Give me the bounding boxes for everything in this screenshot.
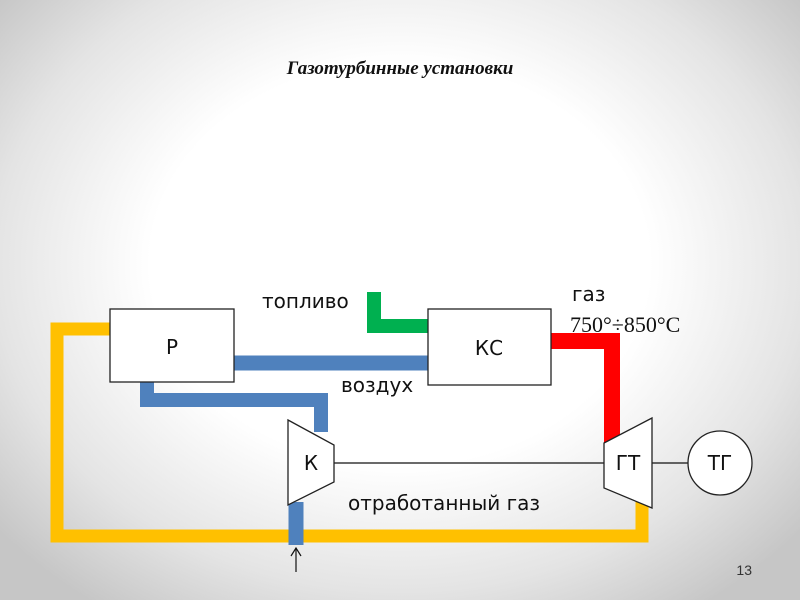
generator-label: ТГ: [707, 451, 732, 475]
regenerator-box: [109, 308, 235, 383]
compressor-shape: [287, 418, 335, 507]
gas-turbine-label: ГТ: [616, 451, 641, 475]
gas-label: газ: [572, 282, 605, 306]
air-intake-arrowhead-icon: [290, 546, 302, 557]
generator-circle: [687, 430, 753, 496]
fuel-pipe: [367, 292, 428, 333]
combustion-chamber-label: КС: [475, 336, 503, 360]
gas-temperature-label: 750°÷850°C: [570, 312, 680, 337]
air-label: воздух: [341, 373, 413, 397]
gas-turbine-shape: [603, 416, 653, 509]
exhaust-gas-label: отработанный газ: [348, 491, 540, 515]
compressor-label: К: [304, 451, 318, 475]
fuel-label: топливо: [262, 289, 349, 313]
page-title: Газотурбинные установки: [286, 58, 514, 79]
regenerator-label: Р: [166, 335, 178, 359]
page-number: 13: [736, 562, 752, 578]
air-pipe-compressor-to-regenerator: [140, 382, 328, 432]
exhaust-gas-pipe: [50, 322, 649, 543]
combustion-chamber-box: [427, 308, 552, 386]
hot-gas-pipe: [551, 333, 620, 447]
